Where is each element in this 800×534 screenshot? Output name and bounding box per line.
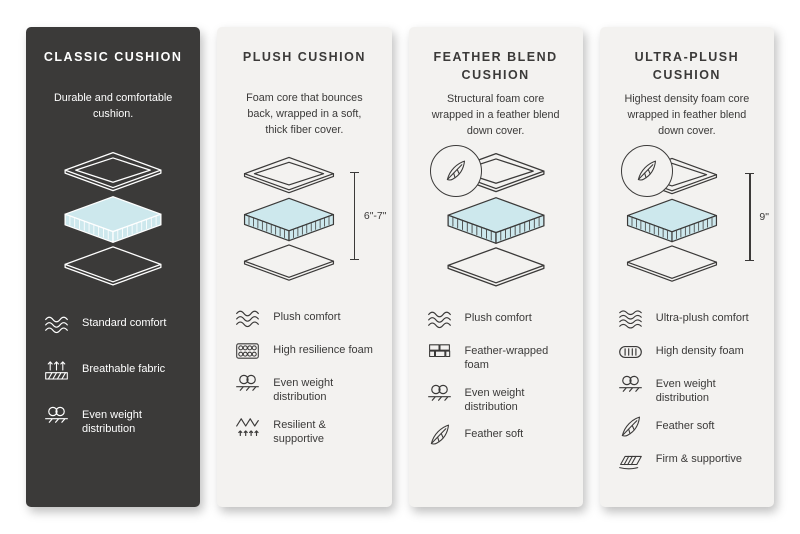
feature-label: Ultra-plush comfort (655, 312, 749, 324)
card-feather-blend-cushion: FEATHER BLEND CUSHION Structural foam co… (408, 27, 583, 507)
feather-badge (620, 145, 673, 197)
brick-foam-icon (426, 340, 453, 364)
card-title: FEATHER BLEND CUSHION (433, 50, 558, 82)
cushion-diagram-area: 6"-7" (234, 144, 387, 294)
cushion-diagram-area (43, 144, 183, 294)
feature-row: Even weight distribution (617, 373, 757, 406)
feature-list: Plush comfort High resilience foam Even … (234, 306, 374, 446)
weight-distribution-icon (234, 372, 261, 396)
feature-row: High resilience foam (234, 339, 374, 363)
feature-label: Even weight distribution (655, 378, 716, 405)
feature-label: High resilience foam (273, 344, 373, 356)
feature-label: Resilient & supportive (273, 418, 326, 445)
measurement-bracket: 9" (745, 173, 769, 261)
firm-support-icon (617, 448, 644, 472)
feature-list: Ultra-plush comfort High density foam Ev… (617, 307, 757, 472)
card-title: ULTRA-PLUSH CUSHION (634, 50, 740, 82)
feather-icon (426, 423, 453, 447)
feature-label: Feather-wrapped foam (464, 345, 549, 372)
feature-list: Plush comfort Feather-wrapped foam Even … (426, 307, 566, 447)
feature-row: Ultra-plush comfort (617, 307, 757, 331)
measurement-label: 9" (759, 211, 769, 223)
feather-icon (633, 159, 660, 183)
feature-row: Firm & supportive (617, 448, 757, 472)
feature-label: Even weight distribution (82, 409, 142, 436)
feather-icon (617, 415, 644, 439)
bracket-line (745, 173, 755, 261)
wave-icon (617, 307, 644, 331)
wave-icon (234, 306, 261, 330)
weight-distribution-icon (426, 382, 453, 406)
feature-row: Even weight distribution (234, 372, 374, 405)
feature-row: Resilient & supportive (234, 414, 374, 447)
card-plush-cushion: PLUSH CUSHION Foam core that bounces bac… (217, 27, 392, 507)
wave-icon (43, 312, 70, 336)
measurement-bracket: 6"-7" (349, 172, 387, 260)
feature-row: High density foam (617, 340, 757, 364)
breathable-fabric-icon (43, 358, 70, 382)
cushion-diagram-area (426, 145, 566, 295)
feature-label: High density foam (655, 345, 744, 357)
feature-label: Even weight distribution (273, 377, 334, 404)
density-foam-icon (617, 340, 644, 364)
feather-icon (442, 159, 469, 183)
measurement-label: 6"-7" (363, 210, 387, 222)
spring-icon (234, 414, 261, 438)
card-ultra-plush-cushion: ULTRA-PLUSH CUSHION Highest density foam… (599, 27, 774, 507)
card-title: CLASSIC CUSHION (43, 50, 183, 64)
card-classic-cushion: CLASSIC CUSHION Durable and comfortable … (26, 27, 201, 507)
feature-label: Breathable fabric (82, 363, 166, 375)
weight-distribution-icon (617, 373, 644, 397)
feature-row: Plush comfort (426, 307, 566, 331)
feature-label: Even weight distribution (464, 386, 525, 413)
cushion-diagram (236, 156, 342, 283)
card-title: PLUSH CUSHION (242, 50, 366, 64)
resilience-foam-icon (234, 339, 261, 363)
feature-row: Even weight distribution (43, 404, 183, 437)
feature-row: Feather-wrapped foam (426, 340, 566, 373)
feature-label: Plush comfort (464, 312, 532, 324)
cushion-diagram (56, 151, 170, 288)
bracket-line (349, 172, 359, 260)
feature-row: Feather soft (617, 415, 757, 439)
feather-badge (429, 145, 482, 197)
feature-label: Plush comfort (273, 311, 341, 323)
feature-label: Standard comfort (82, 317, 167, 329)
card-description: Structural foam core wrapped in a feathe… (431, 93, 560, 138)
feature-row: Even weight distribution (426, 382, 566, 415)
feature-row: Standard comfort (43, 312, 183, 336)
feature-row: Plush comfort (234, 306, 374, 330)
feature-label: Feather soft (464, 428, 524, 441)
feature-label: Firm & supportive (655, 452, 742, 465)
cushion-diagram-area: 9" (617, 145, 769, 295)
feature-row: Feather soft (426, 423, 566, 447)
feature-label: Feather soft (655, 419, 715, 432)
weight-distribution-icon (43, 404, 70, 428)
feature-list: Standard comfort Breathable fabric Even … (43, 312, 183, 437)
feature-row: Breathable fabric (43, 358, 183, 382)
card-description: Foam core that bounces back, wrapped in … (246, 92, 363, 137)
card-description: Durable and comfortable cushion. (54, 92, 173, 121)
wave-icon (426, 307, 453, 331)
card-description: Highest density foam core wrapped in fea… (624, 93, 750, 138)
